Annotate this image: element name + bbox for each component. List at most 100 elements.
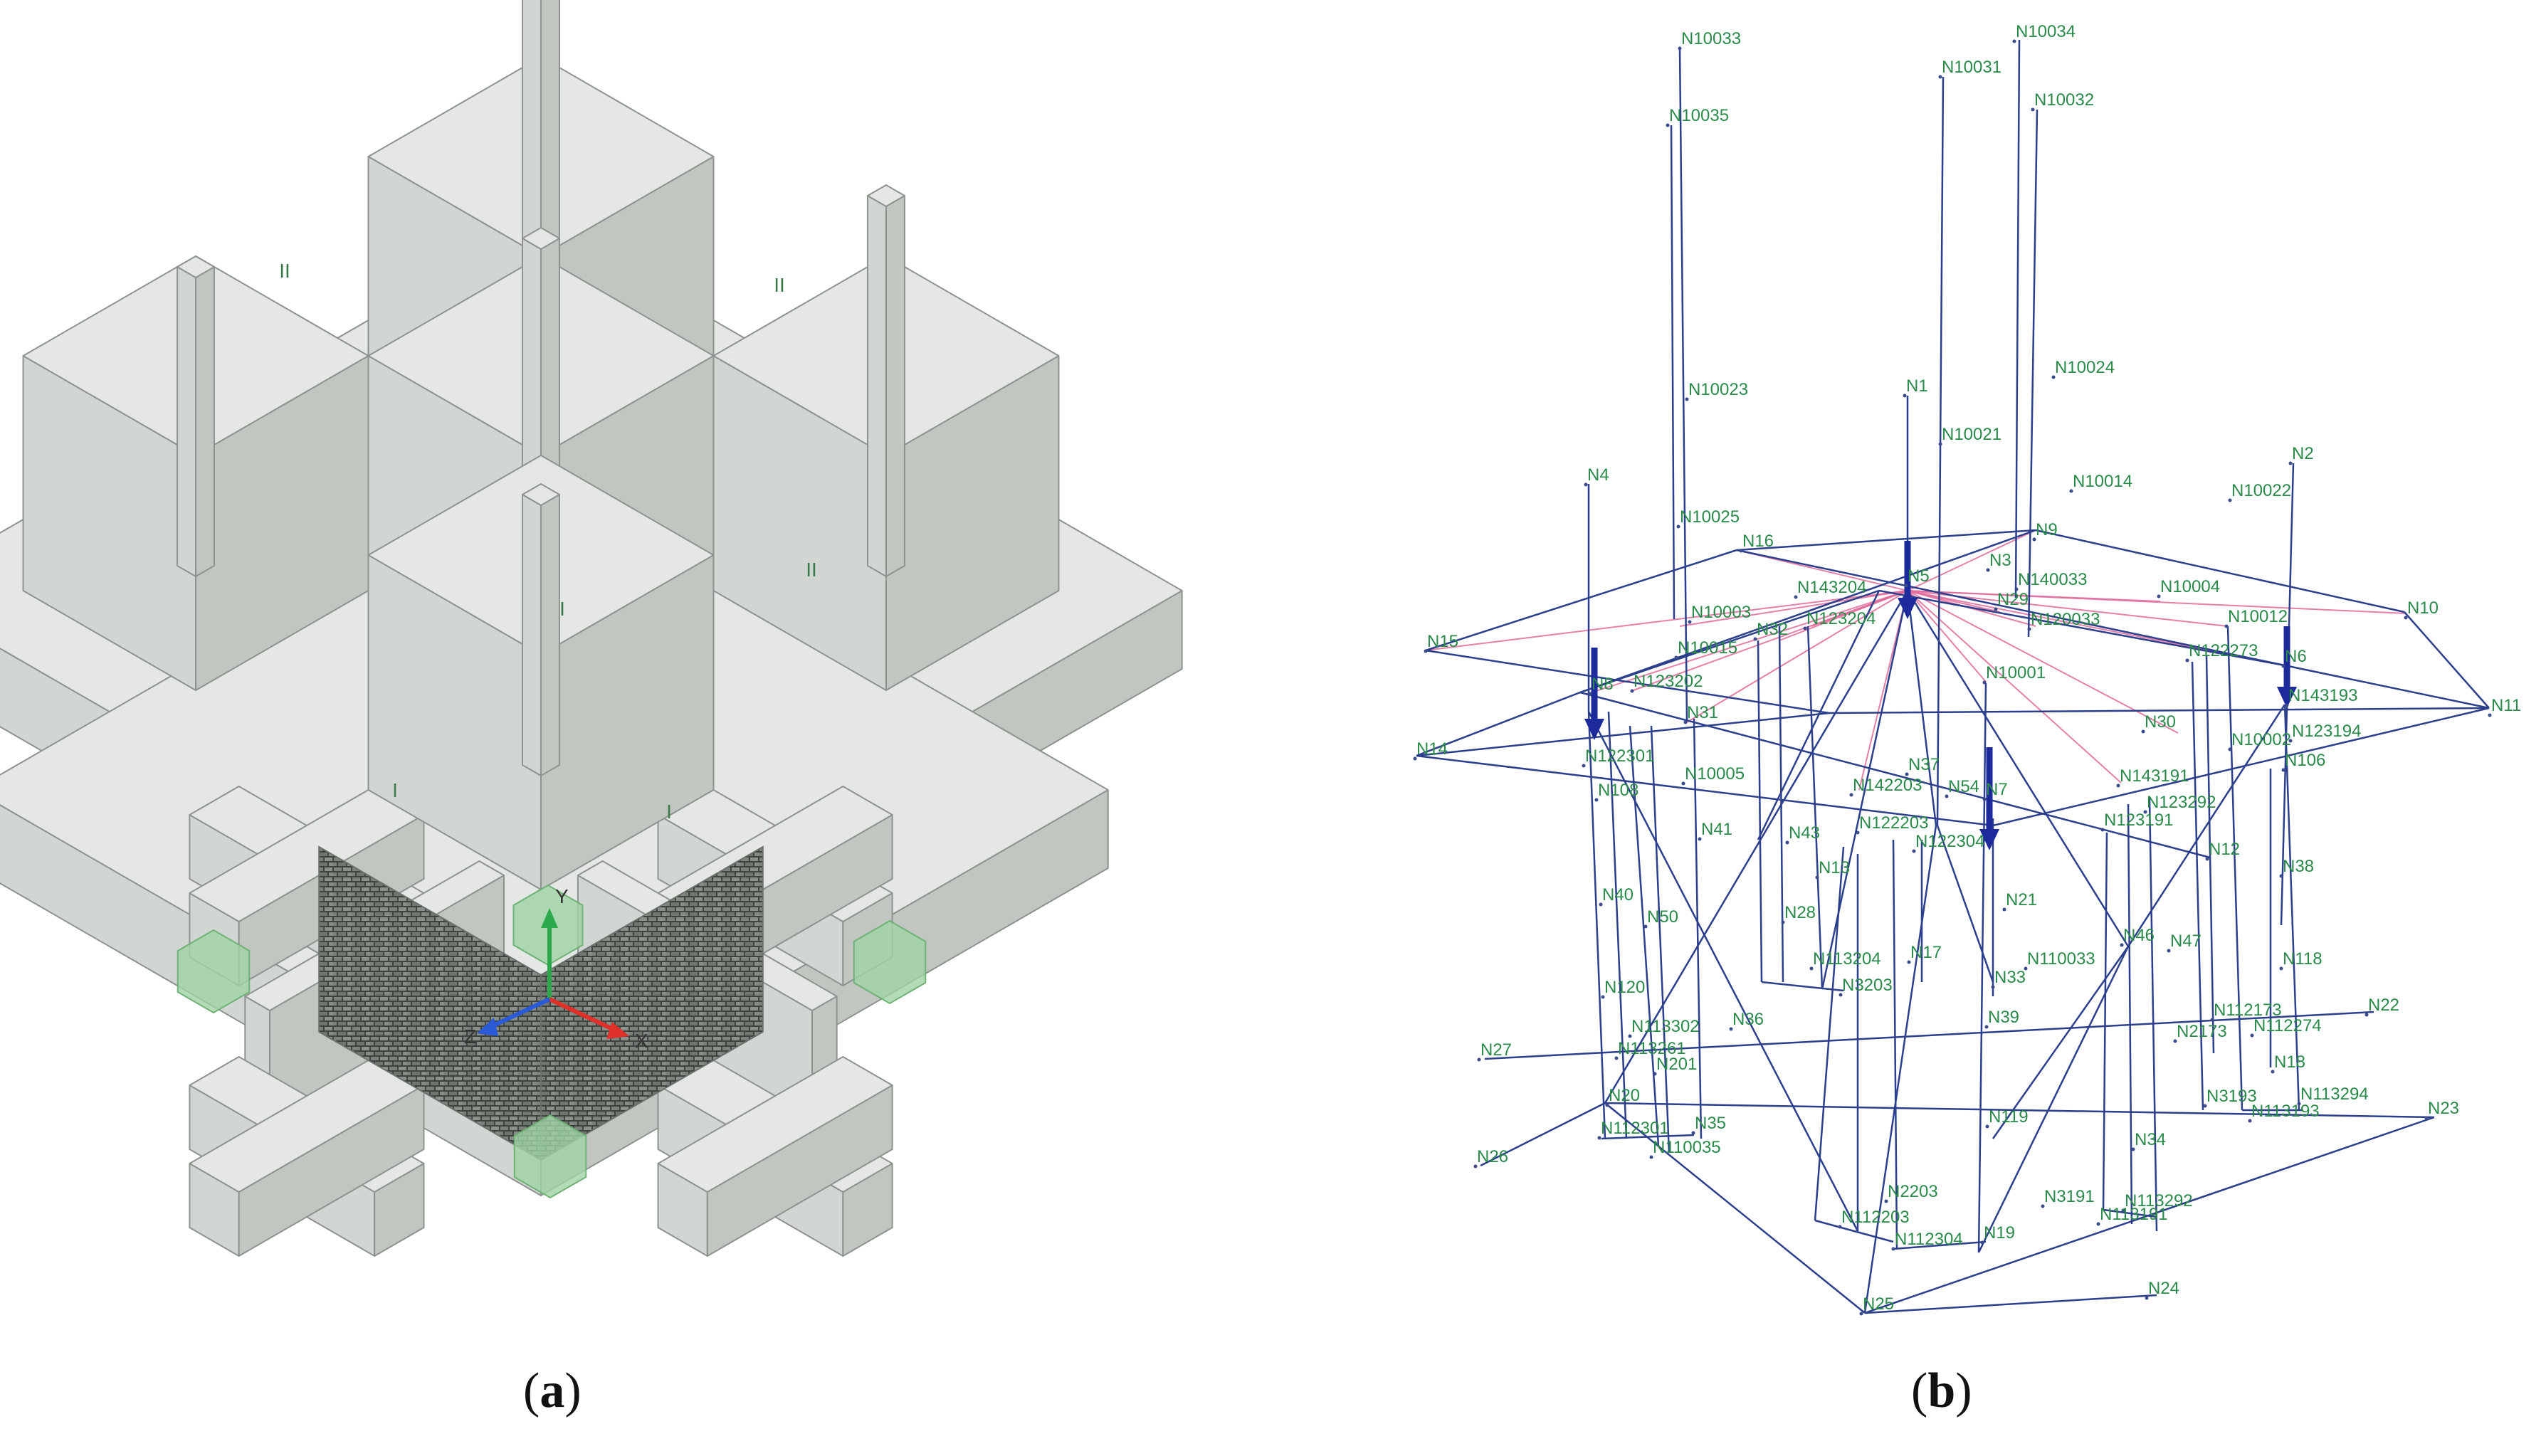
member-line xyxy=(2127,704,2286,947)
node-point xyxy=(1905,772,1909,776)
member-line xyxy=(1757,640,1763,983)
load-arrows xyxy=(1584,541,2297,850)
node-label: N25 xyxy=(1863,1294,1894,1314)
rod-1-front-right xyxy=(885,195,905,577)
block-marker: II xyxy=(279,260,290,282)
node-point xyxy=(2002,907,2006,912)
node-label: N22 xyxy=(2368,996,2399,1015)
node-label: N54 xyxy=(1948,777,1979,796)
node-point xyxy=(2131,1147,2135,1151)
node-label: N2203 xyxy=(1888,1182,1938,1201)
node-point xyxy=(1666,123,1670,127)
tie-line xyxy=(1425,590,1908,651)
node-label: N120033 xyxy=(2031,610,2100,629)
node-point xyxy=(1839,993,1843,997)
member-line xyxy=(1425,649,1830,714)
node-point xyxy=(2069,489,2073,493)
member-line xyxy=(2103,1208,2157,1218)
node-point xyxy=(1859,1312,1863,1316)
node-label: N143193 xyxy=(2288,686,2357,705)
node-label: N3191 xyxy=(2044,1187,2095,1206)
node-label: N10031 xyxy=(1942,58,2001,77)
node-point xyxy=(1815,875,1819,880)
node-point xyxy=(2121,1208,2125,1213)
joint-hexagon-center-bottom xyxy=(513,1114,587,1199)
member-line xyxy=(1416,691,1581,757)
node-label: N10035 xyxy=(1669,106,1729,125)
node-label: N113204 xyxy=(1813,949,1881,969)
node-label: N38 xyxy=(2283,857,2314,876)
load-arrow-head xyxy=(1979,829,1999,850)
member-line xyxy=(2127,803,2133,1225)
caption-a: (a) xyxy=(523,1363,582,1418)
block-marker: II xyxy=(806,559,817,581)
node-label: N31 xyxy=(1687,703,1718,722)
node-point xyxy=(1912,849,1916,853)
node-label: N110033 xyxy=(2027,949,2095,969)
node-point xyxy=(1903,394,1907,398)
rod-1-front-left xyxy=(866,195,887,577)
node-point xyxy=(2210,1018,2214,1022)
axis-z xyxy=(488,997,551,1030)
member-line xyxy=(2205,654,2215,1054)
node-point xyxy=(2027,627,2031,631)
node-label: N112274 xyxy=(2253,1016,2322,1035)
node-point xyxy=(1785,840,1789,845)
node-label: N28 xyxy=(1784,903,1816,922)
tie-line xyxy=(1686,590,1908,723)
node-label: N120 xyxy=(1604,978,1645,997)
node-label: N14 xyxy=(1416,739,1448,759)
block-marker: II xyxy=(774,274,785,296)
node-point xyxy=(1628,1034,1632,1038)
rod-3-front-right xyxy=(195,266,216,577)
node-point xyxy=(1986,568,1990,572)
node-label: N10 xyxy=(2407,598,2439,618)
block-marker: I xyxy=(392,779,398,801)
node-label: N10002 xyxy=(2231,730,2291,749)
node-point xyxy=(2157,594,2161,598)
node-point xyxy=(2488,713,2492,717)
member-line xyxy=(1992,707,2490,827)
node-point xyxy=(2279,966,2283,971)
tie-line xyxy=(1907,590,2001,613)
node-label: N123191 xyxy=(2104,811,2173,830)
node-point xyxy=(1729,1027,1733,1031)
node-label: N10012 xyxy=(2228,607,2288,626)
node-point xyxy=(2185,658,2189,663)
node-point xyxy=(2012,39,2016,43)
node-label: N6 xyxy=(2285,647,2307,666)
member-line xyxy=(1416,712,1830,757)
node-point xyxy=(2271,1070,2275,1074)
member-line xyxy=(2283,704,2300,1111)
node-point xyxy=(1982,680,1987,685)
node-point xyxy=(1599,902,1603,907)
member-line xyxy=(1604,590,1909,1104)
tie-line xyxy=(1907,590,1987,682)
node-label: N34 xyxy=(2135,1130,2166,1149)
member-line xyxy=(1579,691,2211,859)
node-point xyxy=(1980,1240,1984,1245)
node-label: N113292 xyxy=(2125,1191,2193,1210)
node-point xyxy=(1588,692,1592,696)
node-point xyxy=(2096,1222,2100,1226)
member-line xyxy=(1878,589,2285,667)
node-label: N2173 xyxy=(2177,1022,2227,1041)
member-line xyxy=(1977,682,1987,1253)
rod-4-top xyxy=(522,483,560,506)
node-label: N142203 xyxy=(1853,776,1922,795)
node-label: N1 xyxy=(1906,376,1928,396)
node-label: N37 xyxy=(1908,755,1940,774)
node-point xyxy=(1938,75,1942,79)
node-label: N9 xyxy=(2036,520,2058,539)
node-point xyxy=(1904,584,1908,588)
node-label: N20 xyxy=(1609,1086,1640,1105)
node-label: N113302 xyxy=(1631,1017,1700,1036)
node-point xyxy=(1685,397,1689,401)
node-label: N143191 xyxy=(2120,766,2189,786)
node-point xyxy=(2173,1039,2177,1043)
member-line xyxy=(2014,39,2021,598)
node-point xyxy=(2145,1296,2149,1300)
